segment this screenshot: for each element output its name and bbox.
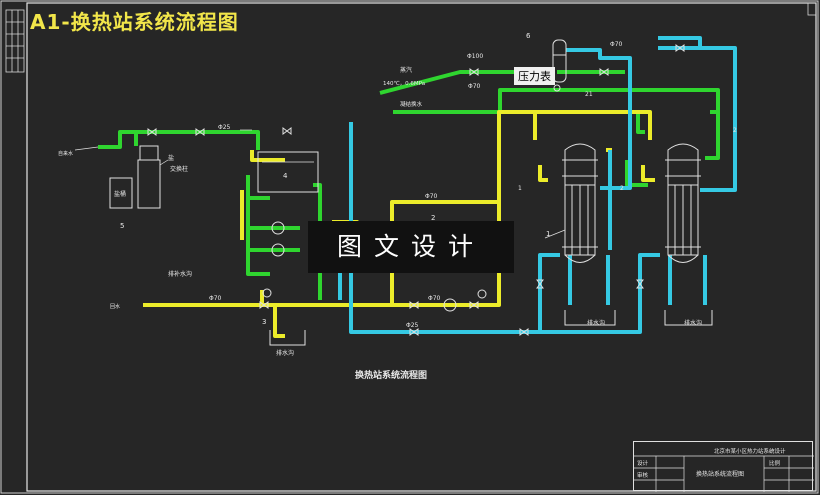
corner-mark [807,2,817,16]
salt-label: 盐 [168,154,174,162]
pipe-size: Φ70 [428,295,441,302]
exchange-column [137,159,161,209]
line-number: 2 [620,185,624,192]
component-number: 4 [283,172,288,180]
leader-lines [74,129,566,239]
component-number: 5 [120,222,124,230]
drawing-title: A1-换热站系统流程图 [30,10,239,34]
pipe-size: Φ25 [406,322,419,329]
component-number: 1 [546,230,550,238]
title-block-grid: 北京市某小区热力站系统设计 换热站系统流程图 比例 设计 审核 [634,447,814,492]
drain-label-a: 排水沟 [276,349,294,357]
drain-label-b: 排水沟 [587,319,605,327]
title-block: 北京市某小区热力站系统设计 换热站系统流程图 比例 设计 审核 [633,441,814,492]
separator-vessel [552,39,567,83]
watermark: 图文设计 [308,221,514,273]
component-number: 3 [262,318,266,326]
salt-tank-label: 盐桶 [114,190,126,198]
heat-exchanger-icon [665,143,701,263]
steam-pipes [98,70,720,300]
pipe-size: Φ100 [467,53,483,60]
line-number: 1 [518,185,522,192]
condensate-label: 凝结换水 [400,100,423,108]
pipe-size: Φ70 [209,295,222,302]
steam-params: 140℃，0.6MPa [383,80,425,87]
tap-water-label: 自来水 [58,150,73,157]
water-tank [257,151,319,193]
pipe-size: Φ70 [610,41,623,48]
scale-label: 比例 [769,459,781,467]
binding-strip [5,9,25,73]
pipe-size: Φ70 [425,193,438,200]
pressure-gauge-icon [262,84,561,299]
title-block-row-label: 设计 [637,459,649,467]
pipe-size: Φ70 [468,83,481,90]
drawing-name: 换热站系统流程图 [696,470,744,478]
pipe-size: Φ25 [218,124,231,131]
steam-label: 蒸汽 [400,66,412,74]
pump-icon [271,221,457,312]
salt-tank [109,177,133,209]
pressure-gauge-label: 压力表 [514,67,555,85]
return-water-label: 回水 [110,303,120,310]
line-number: 21 [585,91,593,98]
heat-exchanger-icon [562,143,598,263]
project-title: 北京市某小区热力站系统设计 [714,447,786,455]
exchange-column-label: 交换柱 [170,165,188,173]
component-number: 6 [526,32,531,40]
drain-pits [269,310,713,346]
drain-label-c: 排水沟 [684,319,702,327]
diagram-caption: 换热站系统流程图 [355,369,427,381]
title-block-row-label: 审核 [637,471,649,479]
component-number: 2 [431,214,435,222]
supply-pipes [143,110,655,338]
line-number: 2 [733,127,737,134]
makeup-drain-label: 排补水沟 [168,270,192,278]
valve-icon [147,44,685,336]
inner-frame [26,2,817,492]
